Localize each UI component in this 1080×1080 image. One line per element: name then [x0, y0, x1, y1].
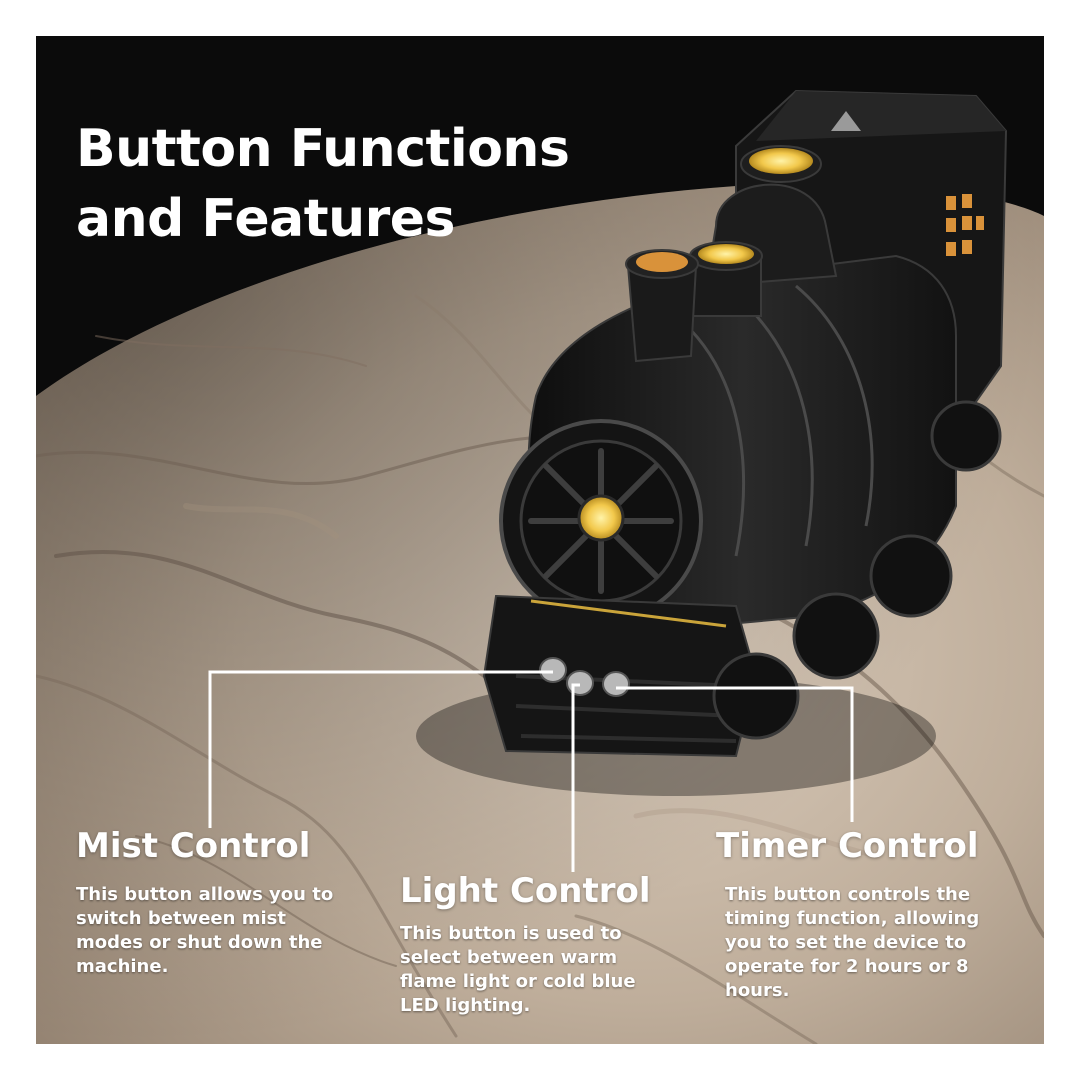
product-image-frame: Button Functions and Features Mist Contr… — [36, 36, 1044, 1044]
steam-train-humidifier — [482, 89, 1008, 758]
page-title-line-2: and Features — [76, 189, 455, 249]
page-title: Button Functions and Features — [76, 114, 696, 254]
timer-control-description: This button controls the timing function… — [725, 884, 980, 1001]
light-control-heading: Light Control — [400, 871, 651, 911]
light-control-description: This button is used to select between wa… — [400, 923, 636, 1016]
page-title-line-1: Button Functions — [76, 119, 570, 179]
callout-lines — [208, 670, 854, 872]
mist-control-description: This button allows you to switch between… — [76, 884, 334, 977]
mist-control-heading: Mist Control — [76, 826, 311, 866]
marble-table-scene — [36, 36, 1044, 1044]
timer-control-heading: Timer Control — [716, 826, 979, 866]
